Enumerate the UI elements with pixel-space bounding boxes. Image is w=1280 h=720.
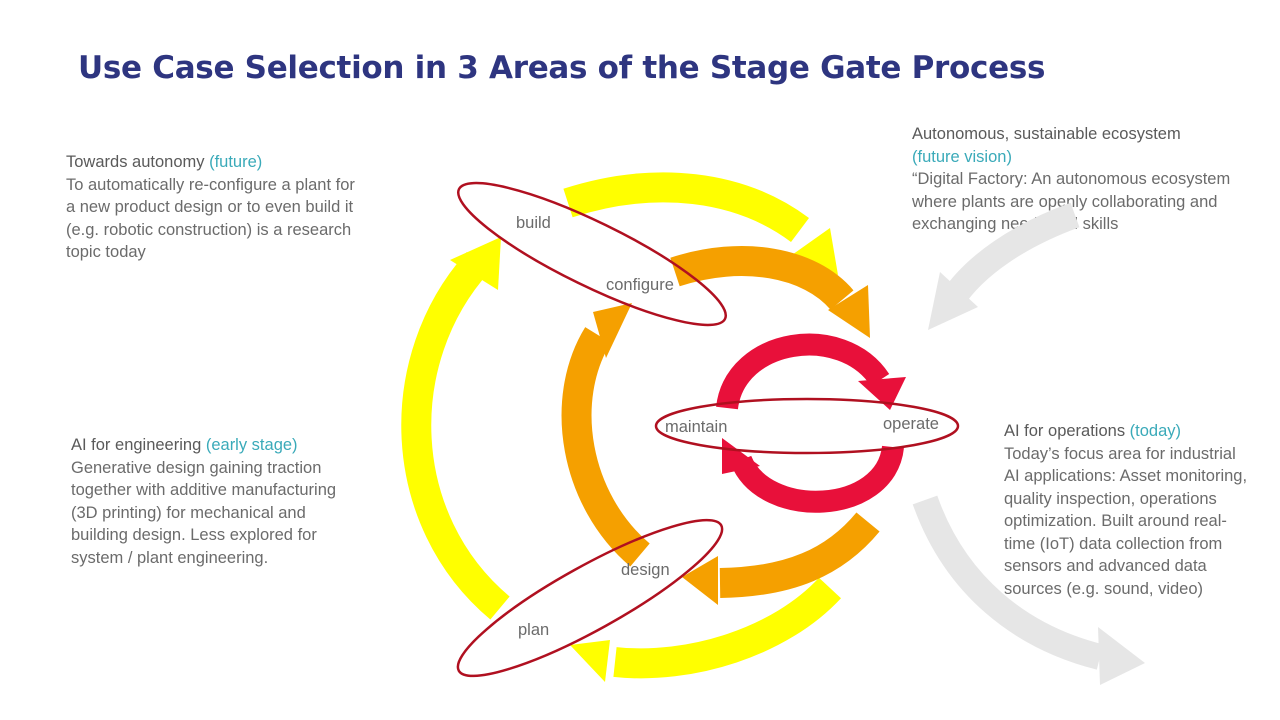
middle-loop	[561, 246, 880, 605]
outer-arc-bottom	[613, 577, 841, 679]
node-build: build	[516, 214, 551, 232]
outer-arc-bottom-head	[570, 640, 610, 682]
autonomy-body: To automatically re-configure a plant fo…	[66, 175, 355, 262]
inner-arc-top-head	[858, 377, 906, 410]
node-operate: operate	[883, 415, 939, 433]
engineering-text-block: AI for engineering (early stage) Generat…	[71, 434, 401, 569]
operations-heading: AI for operations	[1004, 422, 1130, 440]
autonomy-text-block: Towards autonomy (future) To automatical…	[66, 151, 396, 264]
maintain-operate-ellipse	[654, 397, 960, 455]
middle-arc-left-head	[593, 303, 632, 358]
operations-arrow-shaft	[912, 495, 1104, 670]
outer-arc-left	[401, 251, 510, 620]
node-design: design	[621, 561, 670, 579]
engineering-heading: AI for engineering	[71, 436, 206, 454]
operations-arrow	[912, 495, 1145, 685]
build-configure-ellipse	[456, 181, 728, 327]
autonomy-tag: (future)	[209, 153, 263, 171]
middle-arc-bottom-head	[682, 556, 718, 605]
ecosystem-heading: Autonomous, sustainable ecosystem	[912, 125, 1181, 143]
ecosystem-arrow	[928, 202, 1080, 330]
node-maintain: maintain	[665, 418, 727, 436]
ecosystem-tag: (future vision)	[912, 147, 1012, 166]
node-configure: configure	[606, 276, 674, 294]
autonomy-heading: Towards autonomy	[66, 153, 210, 171]
node-plan: plan	[518, 621, 549, 639]
ecosystem-arrow-shaft	[941, 202, 1080, 308]
operations-arrow-head	[1098, 627, 1145, 685]
middle-arc-top-head	[828, 285, 870, 338]
middle-arc-left	[561, 327, 651, 567]
engineering-body: Generative design gaining traction toget…	[71, 458, 337, 567]
middle-arc-top	[670, 246, 854, 311]
engineering-tag: (early stage)	[205, 436, 298, 454]
middle-arc-bottom	[719, 512, 880, 598]
outer-arc-left-head	[450, 237, 501, 290]
inner-arc-top	[716, 333, 890, 411]
outer-arc-top	[563, 172, 809, 243]
inner-arc-bottom-head	[722, 438, 760, 474]
design-plan-ellipse	[456, 518, 724, 678]
inner-arc-bottom	[730, 444, 904, 513]
page-title: Use Case Selection in 3 Areas of the Sta…	[78, 50, 1046, 86]
ecosystem-arrow-head	[928, 272, 978, 330]
inner-loop	[716, 333, 906, 513]
operations-body: Today’s focus area for industrial AI app…	[1004, 444, 1248, 598]
operations-text-block: AI for operations (today) Today’s focus …	[1004, 420, 1276, 600]
operations-tag: (today)	[1129, 422, 1182, 440]
